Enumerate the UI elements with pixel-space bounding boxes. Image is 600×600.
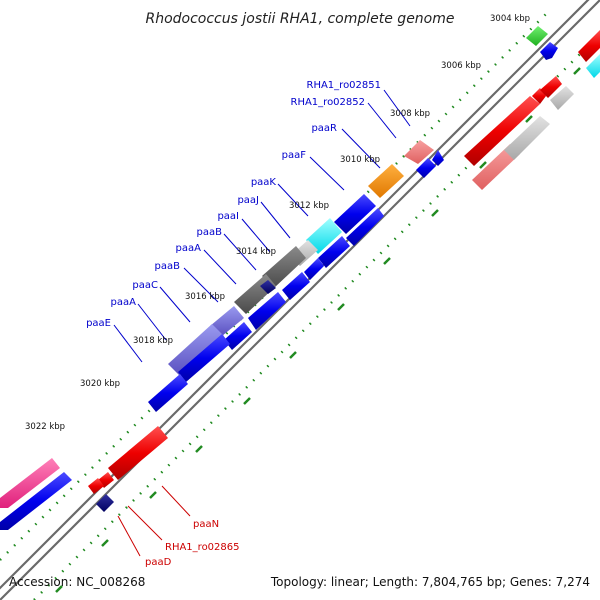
- gene-blue-top: [540, 42, 558, 60]
- label-paaF: paaF: [282, 150, 307, 161]
- outer-tick-row-bottom: [33, 33, 600, 600]
- gene-blue-left: [0, 472, 72, 530]
- label-paaD: paaD: [145, 557, 172, 568]
- label-leaders-blue: [113, 89, 411, 363]
- tick-3004: 3004 kbp: [490, 14, 530, 24]
- gene-red-long: [464, 96, 540, 166]
- tick-3014: 3014 kbp: [236, 247, 276, 257]
- topology-text: Topology: linear; Length: 7,804,765 bp; …: [270, 575, 590, 589]
- label-paaB: paaB: [197, 227, 223, 238]
- label-paaA-2: paaA: [111, 297, 137, 308]
- gene-ro02865: [88, 478, 104, 494]
- gene-paaJ: [262, 246, 306, 288]
- gene-labels-blue: RHA1_ro02851 RHA1_ro02852 paaR paaF paaK…: [86, 80, 381, 329]
- label-paaR: paaR: [311, 123, 337, 134]
- gene-paaD: [96, 494, 114, 512]
- tick-3022: 3022 kbp: [25, 422, 65, 432]
- gene-paaK: [306, 218, 342, 254]
- tick-3020: 3020 kbp: [80, 379, 120, 389]
- label-paaN: paaN: [193, 519, 219, 530]
- gene-paaR: [368, 164, 404, 198]
- gene-ro02851: [404, 140, 434, 164]
- label-paaI: paaI: [217, 211, 239, 222]
- label-paaB-2: paaB: [155, 261, 181, 272]
- label-paaJ: paaJ: [237, 195, 259, 206]
- gene-green: [526, 26, 548, 46]
- accession-text: Accession: NC_008268: [9, 575, 145, 589]
- tick-3010: 3010 kbp: [340, 155, 380, 165]
- gene-labels-red: paaN RHA1_ro02865 paaD: [145, 519, 240, 568]
- tick-3016: 3016 kbp: [185, 292, 225, 302]
- scale-labels: 3004 kbp 3006 kbp 3008 kbp 3010 kbp 3012…: [25, 14, 530, 432]
- gene-cyan-top: [586, 54, 600, 78]
- gene-paaA: [210, 306, 244, 336]
- gene-features: [0, 26, 600, 530]
- gene-pink-left: [0, 458, 60, 508]
- label-ro02865: RHA1_ro02865: [165, 542, 240, 553]
- label-paaC: paaC: [132, 280, 158, 291]
- gene-paaC: [168, 324, 224, 376]
- tick-3018: 3018 kbp: [133, 336, 173, 346]
- label-paaE: paaE: [86, 318, 111, 329]
- tick-3012: 3012 kbp: [289, 201, 329, 211]
- map-title: Rhodococcus jostii RHA1, complete genome: [145, 11, 454, 27]
- gene-paaN: [108, 426, 168, 480]
- label-ro02852: RHA1_ro02852: [291, 97, 366, 108]
- gene-red-top: [578, 30, 600, 62]
- label-paaA: paaA: [176, 243, 202, 254]
- label-leaders-red: [117, 485, 191, 557]
- tick-3008: 3008 kbp: [390, 109, 430, 119]
- label-ro02851: RHA1_ro02851: [307, 80, 382, 91]
- gene-paaF: [334, 194, 376, 234]
- tick-3006: 3006 kbp: [441, 61, 481, 71]
- major-tick-marks: [55, 67, 581, 593]
- label-paaK: paaK: [251, 177, 277, 188]
